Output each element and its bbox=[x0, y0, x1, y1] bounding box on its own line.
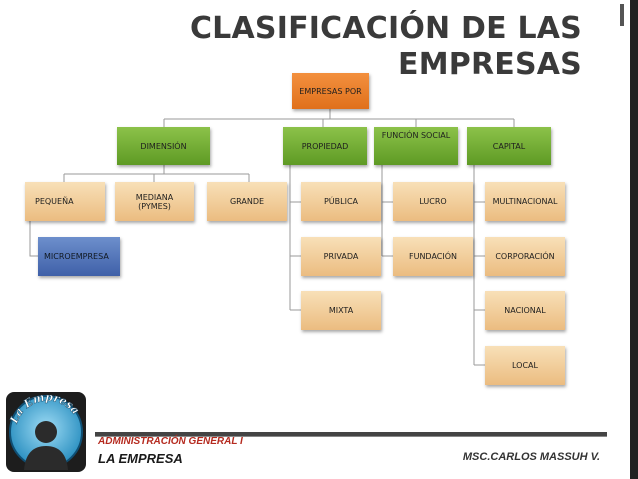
person-body-icon bbox=[24, 446, 68, 470]
item-lucro: LUCRO bbox=[393, 182, 473, 221]
item-lucro-label: LUCRO bbox=[419, 197, 447, 206]
category-propiedad-label: PROPIEDAD bbox=[301, 141, 349, 151]
item-mixta-label: MIXTA bbox=[328, 306, 354, 315]
footer-topic: LA EMPRESA bbox=[98, 451, 183, 466]
right-edge-bar bbox=[630, 0, 638, 479]
item-corporacion: CORPORACIÓN bbox=[485, 237, 565, 276]
item-fundacion-label: FUNDACIÓN bbox=[408, 252, 458, 261]
category-capital: CAPITAL bbox=[467, 127, 551, 165]
item-mixta: MIXTA bbox=[301, 291, 381, 330]
la-empresa-logo: La Empresa bbox=[6, 390, 86, 472]
connector-funcion-children bbox=[381, 165, 393, 257]
category-capital-label: CAPITAL bbox=[492, 141, 526, 151]
root-label: EMPRESAS POR bbox=[299, 86, 362, 96]
item-microempresa: MICROEMPRESA bbox=[38, 237, 120, 276]
item-microempresa-label: MICROEMPRESA bbox=[44, 252, 109, 261]
item-local-label: LOCAL bbox=[512, 361, 538, 370]
item-publica: PÚBLICA bbox=[301, 182, 381, 221]
item-mediana-label: MEDIANA bbox=[135, 192, 174, 202]
connector-propiedad-children bbox=[289, 165, 301, 311]
slide-title: CLASIFICACIÓN DE LAS EMPRESAS bbox=[162, 14, 582, 80]
connector-microempresa bbox=[29, 221, 38, 257]
footer-course: ADMINISTRACIÓN GENERAL I bbox=[98, 436, 243, 447]
category-dimension-label: DIMENSIÓN bbox=[140, 141, 187, 151]
connector-capital-children bbox=[473, 165, 485, 366]
title-line-2: EMPRESAS bbox=[398, 47, 582, 82]
item-nacional-label: NACIONAL bbox=[504, 306, 546, 315]
item-publica-label: PÚBLICA bbox=[323, 197, 359, 206]
footer-rule bbox=[95, 432, 607, 436]
item-multinacional-label: MULTINACIONAL bbox=[492, 197, 558, 206]
root-empresas-por: EMPRESAS POR bbox=[292, 73, 369, 109]
category-propiedad: PROPIEDAD bbox=[283, 127, 367, 165]
footer-rule-thin bbox=[95, 436, 607, 437]
category-funcion-social: FUNCIÓN SOCIAL bbox=[374, 127, 458, 165]
item-privada-label: PRIVADA bbox=[323, 252, 359, 261]
item-multinacional: MULTINACIONAL bbox=[485, 182, 565, 221]
item-nacional: NACIONAL bbox=[485, 291, 565, 330]
footer-author: MSC.CARLOS MASSUH V. bbox=[462, 451, 600, 463]
item-grande: GRANDE bbox=[207, 182, 287, 221]
item-pequena-label: PEQUEÑA bbox=[35, 197, 74, 206]
item-mediana: MEDIANA (PYMES) bbox=[115, 182, 194, 221]
person-head-icon bbox=[35, 421, 57, 443]
category-funcion-social-label: FUNCIÓN SOCIAL bbox=[381, 131, 451, 140]
item-privada: PRIVADA bbox=[301, 237, 381, 276]
item-grande-label: GRANDE bbox=[229, 197, 265, 206]
item-fundacion: FUNDACIÓN bbox=[393, 237, 473, 276]
connector-dimension-bus bbox=[63, 165, 250, 182]
item-pequena: PEQUEÑA bbox=[25, 182, 105, 221]
item-mediana-sublabel: (PYMES) bbox=[138, 201, 171, 211]
title-line-1: CLASIFICACIÓN DE LAS bbox=[189, 11, 582, 46]
item-corporacion-label: CORPORACIÓN bbox=[495, 252, 555, 261]
category-dimension: DIMENSIÓN bbox=[117, 127, 210, 165]
item-local: LOCAL bbox=[485, 346, 565, 385]
top-right-marker bbox=[620, 4, 624, 26]
